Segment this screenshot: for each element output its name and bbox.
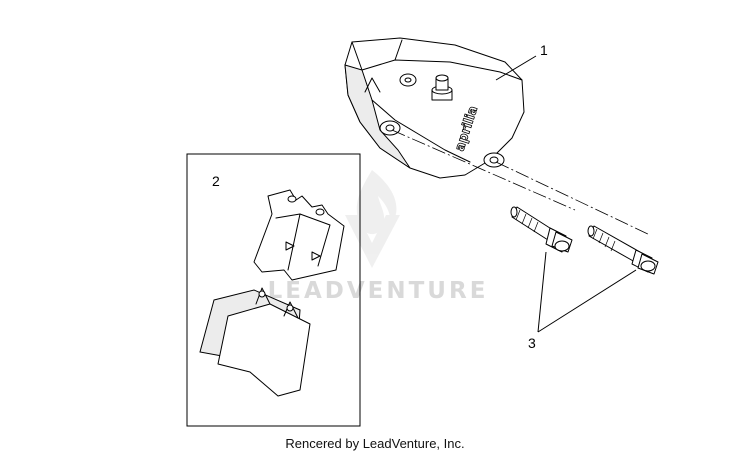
callout-1: 1 bbox=[540, 42, 548, 58]
brake-pads bbox=[199, 287, 311, 397]
pad-spring-clip bbox=[253, 189, 345, 281]
pad-kit-frame bbox=[186, 153, 361, 427]
leader-lines bbox=[495, 55, 637, 333]
callout-3: 3 bbox=[528, 335, 536, 351]
credit-text: Rencered by LeadVenture, Inc. bbox=[285, 436, 465, 451]
bolt-left bbox=[510, 206, 573, 253]
callout-2: 2 bbox=[212, 173, 220, 189]
watermark-text: LEADVENTURE bbox=[268, 278, 489, 304]
bolt-right bbox=[587, 225, 659, 275]
watermark: LEADVENTURE bbox=[268, 170, 489, 304]
alignment-lines bbox=[391, 129, 651, 236]
watermark-logo-icon bbox=[345, 170, 400, 268]
brake-caliper: aprilia bbox=[344, 37, 525, 179]
